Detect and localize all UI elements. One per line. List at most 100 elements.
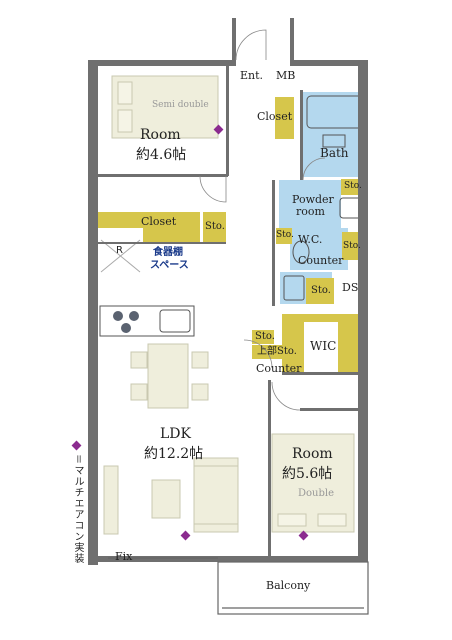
wall-room1-right bbox=[226, 66, 229, 176]
furniture bbox=[103, 75, 355, 535]
wall-top-right bbox=[290, 60, 368, 66]
label-room2: Room bbox=[292, 446, 333, 462]
sto-bath bbox=[341, 179, 363, 195]
powder-room-area bbox=[279, 180, 341, 232]
label-sto-wc-left: Sto. bbox=[276, 230, 294, 240]
label-balcony: Balcony bbox=[266, 579, 311, 592]
label-powder-1: Powder bbox=[292, 193, 334, 206]
toilet bbox=[292, 240, 310, 264]
burner-3 bbox=[121, 323, 131, 333]
wall-ent-left bbox=[232, 18, 236, 66]
label-counter-wc: Counter bbox=[298, 254, 344, 267]
door-swings bbox=[199, 29, 326, 411]
label-refrigerator: R bbox=[116, 245, 123, 256]
double-bed-pillow-2 bbox=[317, 513, 347, 527]
balcony-rect bbox=[217, 561, 369, 615]
washing-machine bbox=[283, 275, 305, 301]
label-entrance: Ent. bbox=[240, 69, 264, 82]
storage-areas bbox=[98, 97, 363, 372]
label-mb: MB bbox=[276, 69, 296, 82]
label-sto-powder: Sto. bbox=[311, 285, 331, 296]
legend-aircon-note: ＝マルチエアコン実装 bbox=[72, 454, 83, 564]
label-room1: Room bbox=[140, 127, 181, 143]
wall-room2-left bbox=[268, 380, 271, 556]
sto-hall bbox=[203, 212, 226, 242]
sink bbox=[159, 309, 191, 333]
double-bed-pillow-1 bbox=[277, 513, 307, 527]
wall-hall-right bbox=[272, 180, 275, 306]
walls bbox=[88, 18, 368, 565]
dining-table bbox=[147, 343, 189, 409]
sto-powder bbox=[306, 278, 334, 304]
label-room2-size: 約5.6帖 bbox=[282, 466, 333, 482]
coffee-table bbox=[151, 479, 181, 519]
door-bath bbox=[302, 157, 326, 181]
closet-entrance bbox=[275, 97, 294, 139]
sto-wc-right bbox=[342, 232, 358, 260]
burner-1 bbox=[113, 311, 123, 321]
label-double: Double bbox=[298, 488, 334, 499]
label-sto-hall: Sto. bbox=[205, 221, 225, 232]
aircon-legend bbox=[71, 440, 82, 451]
kitchen-counter bbox=[99, 305, 195, 337]
bed-pillow-1 bbox=[117, 81, 133, 105]
closet-hall-bottom bbox=[143, 228, 200, 242]
label-powder-2: room bbox=[296, 205, 325, 218]
tv-board bbox=[103, 465, 119, 535]
door-entrance bbox=[235, 29, 267, 61]
door-room1 bbox=[199, 175, 227, 203]
label-semi-double: Semi double bbox=[152, 100, 209, 110]
wall-room1-bottom bbox=[98, 174, 228, 177]
sto-wic bbox=[252, 330, 274, 344]
chair-3 bbox=[191, 351, 209, 369]
chair-1 bbox=[130, 351, 148, 369]
sofa bbox=[193, 461, 239, 527]
wall-wic-bottom bbox=[282, 372, 358, 375]
label-ldk: LDK bbox=[160, 426, 191, 442]
aircon-room1 bbox=[213, 124, 224, 135]
aircon-ldk bbox=[180, 530, 191, 541]
bed-pillow-2 bbox=[117, 109, 133, 133]
balcony-outline bbox=[108, 557, 369, 615]
label-pantry-2: スペース bbox=[150, 260, 189, 271]
wall-room2-top bbox=[300, 408, 358, 411]
label-bath: Bath bbox=[320, 146, 349, 160]
bath-drain bbox=[322, 134, 346, 148]
fridge-x2 bbox=[100, 239, 141, 273]
label-closet-entrance: Closet bbox=[257, 110, 293, 123]
label-wic: WIC bbox=[310, 339, 337, 353]
label-closet-hall: Closet bbox=[141, 215, 177, 228]
label-counter-wic: Counter bbox=[256, 362, 302, 375]
wall-bottom bbox=[88, 556, 368, 562]
wet-areas bbox=[279, 92, 367, 304]
sofa-arm-bottom bbox=[193, 523, 239, 533]
sofa-arm-top bbox=[193, 457, 239, 467]
label-ldk-size: 約12.2帖 bbox=[144, 446, 204, 462]
wall-left bbox=[88, 60, 98, 565]
door-ldk bbox=[243, 339, 273, 369]
label-sto-wc-right: Sto. bbox=[343, 241, 361, 251]
label-room1-size: 約4.6帖 bbox=[136, 147, 187, 163]
wall-bath-left bbox=[300, 90, 303, 180]
burner-2 bbox=[129, 311, 139, 321]
label-pantry-1: 食器棚 bbox=[153, 247, 183, 258]
wall-closet-bottom bbox=[98, 242, 226, 244]
wic-right bbox=[338, 316, 358, 372]
wall-top-left bbox=[88, 60, 234, 66]
sto-wc-left bbox=[276, 228, 292, 244]
wic-top bbox=[282, 314, 358, 322]
label-ds: DS bbox=[342, 281, 359, 294]
label-sto-bath: Sto. bbox=[344, 181, 362, 191]
chair-2 bbox=[130, 383, 148, 401]
closet-hall-top bbox=[98, 212, 200, 228]
chair-4 bbox=[191, 383, 209, 401]
label-wc: W.C. bbox=[298, 233, 323, 246]
stove-burners bbox=[113, 311, 139, 333]
label-sto-wic: Sto. bbox=[255, 331, 275, 342]
aircon-room2 bbox=[298, 530, 309, 541]
label-fix: Fix bbox=[115, 550, 133, 563]
wall-right-upper bbox=[358, 60, 368, 560]
wall-ent-right bbox=[290, 18, 294, 66]
label-upper-sto: 上部Sto. bbox=[257, 346, 297, 357]
